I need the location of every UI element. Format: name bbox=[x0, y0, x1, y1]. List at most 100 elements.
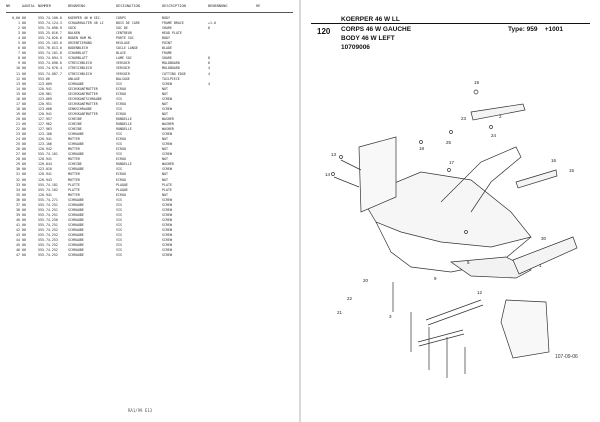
table-cell: 17 bbox=[16, 101, 20, 106]
table-cell: 00 bbox=[22, 71, 26, 76]
table-cell: SCREW bbox=[162, 248, 172, 253]
table-cell: 6 bbox=[18, 46, 20, 51]
table-cell: 00 bbox=[22, 177, 26, 182]
table-cell: SCHRAUBE bbox=[68, 253, 84, 258]
table-cell: 34 bbox=[16, 187, 20, 192]
table-cell: SCREW bbox=[162, 81, 172, 86]
table-cell: SECHSKANTMUTTER bbox=[68, 101, 98, 106]
table-cell: 555.74.087.7 bbox=[38, 71, 62, 76]
table-cell: MUTTER bbox=[68, 192, 80, 197]
table-cell: 31 bbox=[16, 172, 20, 177]
type-suffix: +1001 bbox=[544, 26, 564, 33]
table-cell: HEAD PLATE bbox=[162, 31, 182, 36]
table-cell: 555.74.078.4 bbox=[38, 66, 62, 71]
table-cell: SCREW bbox=[162, 106, 172, 111]
table-cell: 555.74.251 bbox=[38, 222, 58, 227]
table-cell: WASHER bbox=[162, 116, 174, 121]
table-cell: VIS bbox=[116, 243, 122, 248]
callout-5-01: 9 bbox=[434, 276, 437, 281]
table-cell: 00 bbox=[22, 157, 26, 162]
callout-9: 5 bbox=[467, 260, 470, 265]
table-cell: ECROU bbox=[116, 101, 126, 106]
table-cell: SHARE bbox=[162, 26, 172, 31]
table-cell: 12 bbox=[16, 76, 20, 81]
table-cell: SCHEIBE bbox=[68, 127, 82, 132]
table-cell: 21 bbox=[16, 121, 20, 126]
table-cell: VIS bbox=[116, 222, 122, 227]
table-cell: 00 bbox=[22, 111, 26, 116]
table-cell: FRAME bbox=[162, 51, 172, 56]
table-cell: 39 bbox=[16, 212, 20, 217]
table-cell: 120.941 bbox=[38, 86, 52, 91]
type-label: Type: 959 +1001 bbox=[508, 26, 563, 33]
table-cell: NUT bbox=[162, 101, 168, 106]
callout-16: 16 bbox=[551, 158, 557, 163]
table-cell: MUTTER bbox=[68, 177, 80, 182]
table-cell: SOC DE bbox=[116, 26, 128, 31]
table-cell: WASHER bbox=[162, 162, 174, 167]
table-cell: BALKEN bbox=[68, 31, 80, 36]
table-cell: BLAIE bbox=[116, 51, 126, 56]
table-cell: ECROU bbox=[116, 91, 126, 96]
table-cell: CENTREUR bbox=[116, 31, 132, 36]
table-cell: KOERPER 46 W SEC. bbox=[68, 16, 102, 20]
col-header-remarks: RE bbox=[256, 4, 261, 8]
table-cell: 00 bbox=[22, 127, 26, 132]
table-cell: MUTTER bbox=[68, 147, 80, 152]
table-cell: 00 bbox=[22, 167, 26, 172]
table-cell: 10 bbox=[16, 66, 20, 71]
table-cell: 27 bbox=[16, 152, 20, 157]
table-cell: 38 bbox=[16, 207, 20, 212]
table-cell: 553.66 bbox=[38, 76, 50, 81]
col-header-number: NUMMER bbox=[38, 4, 51, 8]
table-cell: 37 bbox=[16, 202, 20, 207]
table-cell: 00 bbox=[22, 91, 26, 96]
callout-21: 21 bbox=[337, 310, 343, 315]
table-cell: 123.010 bbox=[38, 167, 52, 172]
table-cell: VIS bbox=[116, 233, 122, 238]
table-cell: 555.76.013.0 bbox=[38, 46, 62, 51]
table-cell: WASHER bbox=[162, 121, 174, 126]
part-number: 10709006 bbox=[341, 44, 370, 51]
table-cell: 24 bbox=[16, 137, 20, 142]
callout-18: 18 bbox=[419, 146, 425, 151]
table-cell: 5 bbox=[18, 41, 20, 46]
table-cell: STREICHBLECH bbox=[68, 71, 92, 76]
table-cell: 00 bbox=[22, 238, 26, 243]
table-cell: 127.963 bbox=[38, 127, 52, 132]
table-cell: 120.941 bbox=[38, 111, 52, 116]
callout-19: 19 bbox=[474, 80, 480, 85]
table-cell: 45 bbox=[16, 243, 20, 248]
table-cell: VIS bbox=[116, 142, 122, 147]
table-cell: MUTTER bbox=[68, 172, 80, 177]
table-cell: 555.74.161 bbox=[38, 152, 58, 157]
table-cell: NUT bbox=[162, 147, 168, 152]
table-cell: 120.951 bbox=[38, 101, 52, 106]
table-cell: 42 bbox=[16, 227, 20, 232]
table-cell: 120.941 bbox=[38, 192, 52, 197]
table-cell: 00 bbox=[22, 21, 26, 26]
table-cell: SECHSKANTMUTTER bbox=[68, 111, 98, 116]
callout-41: 30 bbox=[541, 236, 547, 241]
table-cell: 555.74.252 bbox=[38, 248, 58, 253]
table-cell: 120.961 bbox=[38, 91, 52, 96]
table-cell: 00 bbox=[22, 61, 26, 66]
table-cell: SCHEIBE bbox=[68, 162, 82, 167]
table-cell: SENKSCHRAUBE bbox=[68, 106, 92, 111]
